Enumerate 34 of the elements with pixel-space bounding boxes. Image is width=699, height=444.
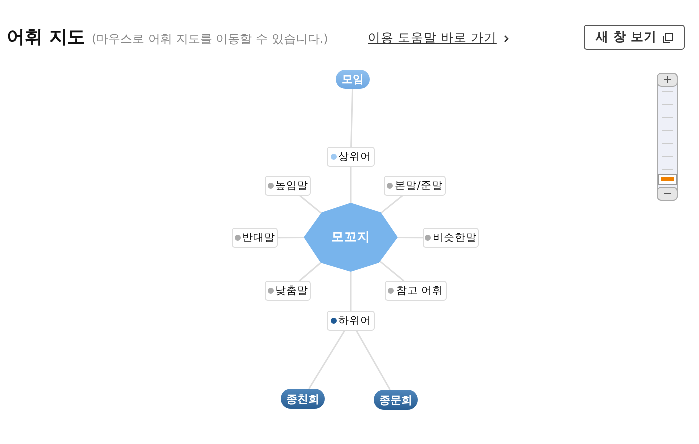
word-pill: 종친회 [281,389,325,409]
new-window-button: 새 창 보기 [584,25,685,50]
connector-line [350,167,352,203]
word-box [327,311,375,331]
connector-line [350,88,354,148]
word-box [327,147,375,167]
connector-line [380,261,404,282]
word-box [423,228,479,248]
page-title: 어휘 지도 [7,26,86,49]
word-box [384,176,446,196]
connector-line [380,195,404,214]
node-label: 상위어 [338,150,372,164]
connector-line [278,236,304,239]
connector-line [308,330,346,390]
hint-text: (마우스로 어휘 지도를 이동할 수 있습니다.) [92,31,328,48]
connector-line [398,236,423,239]
word-box [265,281,311,301]
node-label: 높임말 [276,179,308,193]
connector-line [300,195,322,214]
node-label: 하위어 [338,314,372,328]
word-box [265,176,311,196]
node-label: 참고 어휘 [396,284,444,298]
node-label: 본말/준말 [395,179,443,193]
word-pill: 모임 [336,70,370,88]
node-label: 낮춤말 [276,284,308,298]
connector-line [356,330,391,390]
connector-line [350,272,352,311]
node-label: 반대말 [242,231,276,245]
connector-line [299,262,322,282]
word-box [232,228,278,248]
word-pill: 종문회 [374,390,418,410]
word-box [385,281,447,301]
help-link: 이용 도움말 바로 가기 [368,30,497,47]
node-label: 비슷한말 [433,231,477,245]
